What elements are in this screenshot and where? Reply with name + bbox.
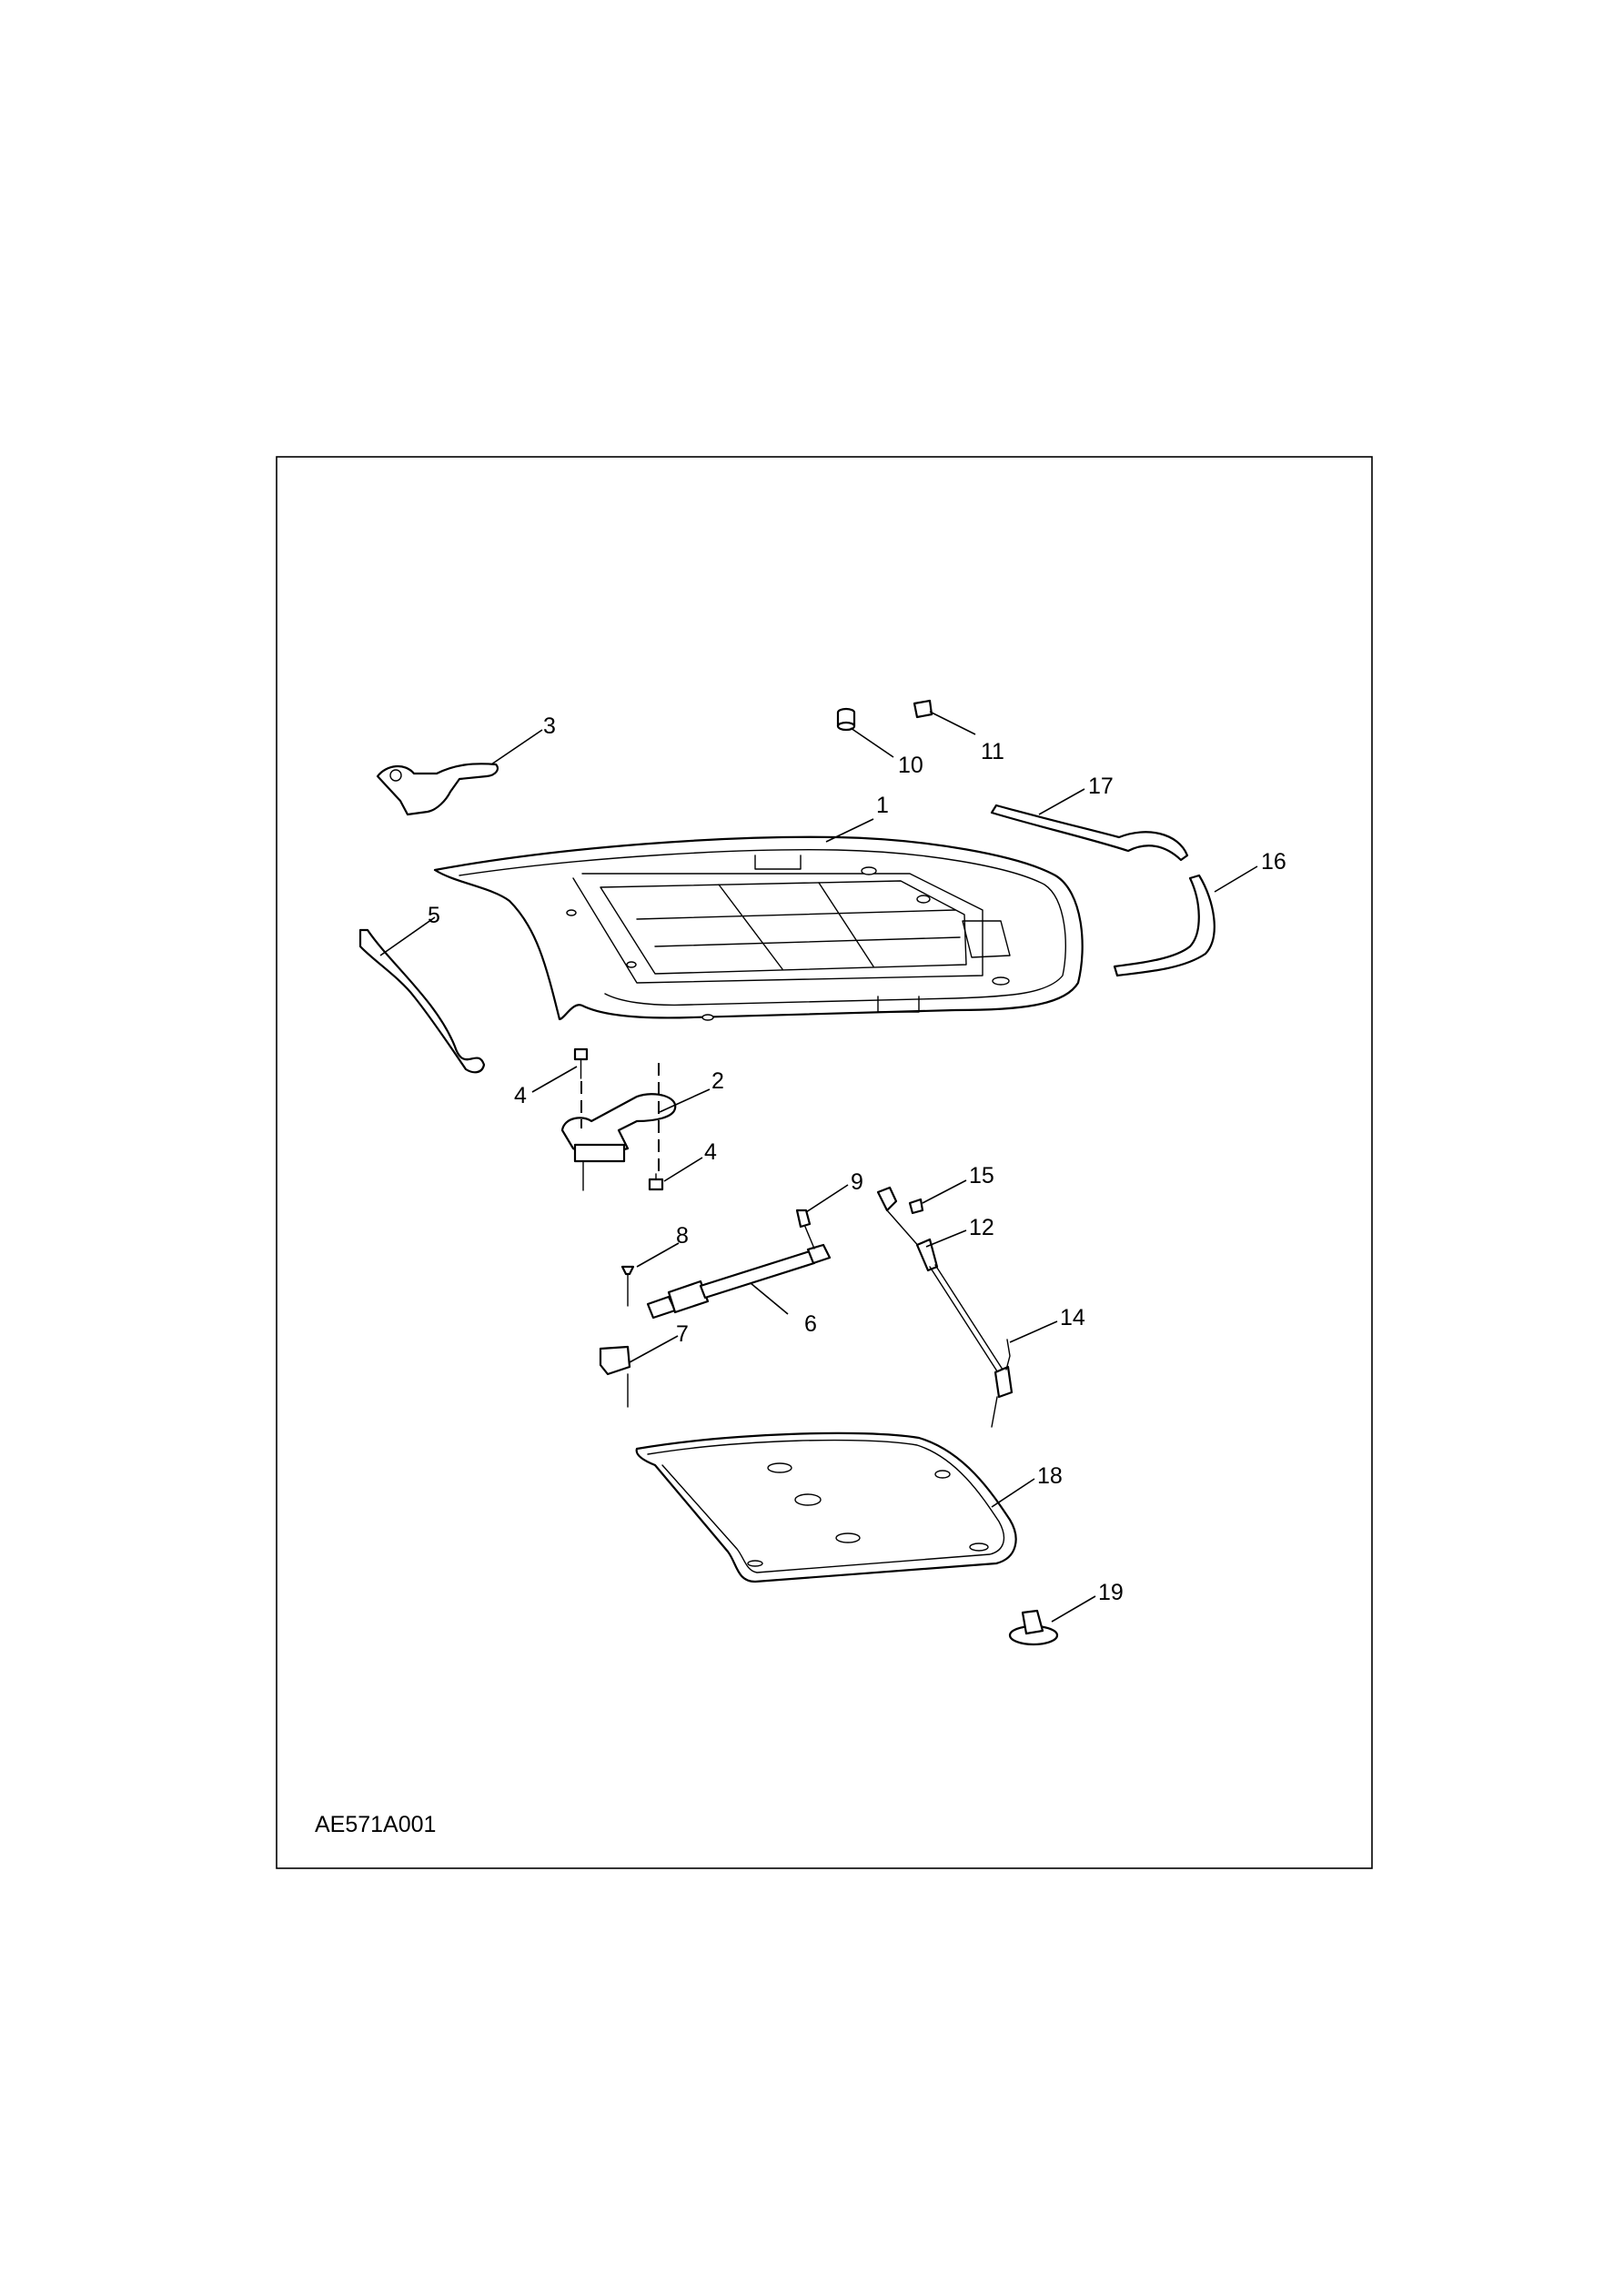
part-4-bolt-lower xyxy=(648,1173,664,1191)
callout-1: 1 xyxy=(876,793,889,818)
callout-12: 12 xyxy=(969,1215,994,1240)
part-2-hinge xyxy=(560,1093,677,1191)
callout-15: 15 xyxy=(969,1163,994,1188)
part-14-clip xyxy=(1005,1339,1011,1371)
part-17-front-seal xyxy=(990,804,1189,862)
callout-8: 8 xyxy=(676,1223,689,1249)
callout-9: 9 xyxy=(851,1169,863,1195)
callout-17: 17 xyxy=(1088,774,1114,799)
part-19-retainer xyxy=(1008,1609,1059,1646)
callout-14: 14 xyxy=(1060,1305,1085,1330)
part-4-bolt-upper xyxy=(573,1047,589,1079)
callout-4-upper: 4 xyxy=(514,1083,527,1108)
callout-3: 3 xyxy=(543,713,556,739)
callout-19: 19 xyxy=(1098,1580,1124,1605)
callout-2: 2 xyxy=(711,1068,724,1094)
part-18-insulation-pad xyxy=(635,1431,1017,1583)
callout-18: 18 xyxy=(1037,1463,1063,1489)
part-16-corner-seal xyxy=(1113,874,1215,977)
part-6-gas-strut xyxy=(646,1243,832,1320)
callout-6: 6 xyxy=(804,1311,817,1337)
diagram-frame xyxy=(276,456,1373,1869)
part-3-hinge-bracket xyxy=(376,763,499,816)
leader-lines xyxy=(379,711,1258,1623)
part-1-hood-panel xyxy=(433,835,1084,1021)
callout-10: 10 xyxy=(898,753,923,778)
figure-code: AE571A001 xyxy=(315,1812,436,1837)
part-8-screw xyxy=(620,1265,635,1307)
part-9-ball-stud xyxy=(795,1209,815,1249)
part-15-clip xyxy=(908,1198,924,1215)
callout-16: 16 xyxy=(1261,849,1286,875)
callout-11: 11 xyxy=(981,739,1004,764)
callout-7: 7 xyxy=(676,1321,689,1347)
part-10-buffer xyxy=(836,707,856,732)
part-11-clip xyxy=(913,699,933,719)
callout-5: 5 xyxy=(428,903,440,928)
part-7-bracket xyxy=(599,1345,631,1408)
part-5-side-seal xyxy=(358,928,486,1074)
part-12-prop-rod xyxy=(876,1186,1014,1428)
callout-4-lower: 4 xyxy=(704,1139,717,1165)
